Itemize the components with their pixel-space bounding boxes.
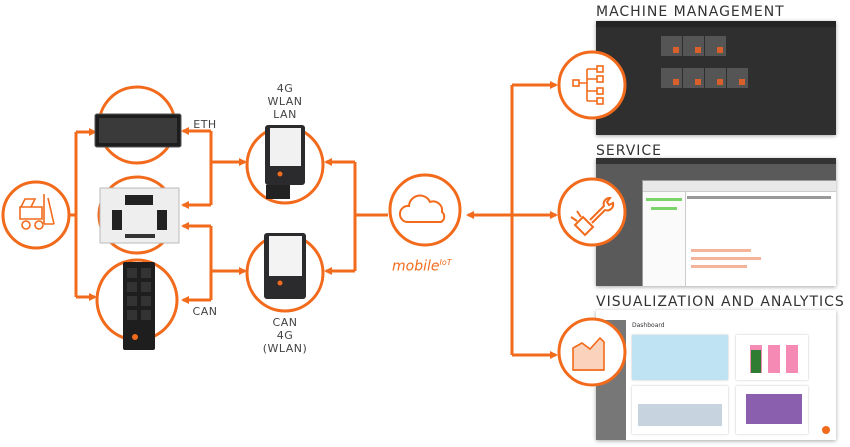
map-card (632, 335, 728, 380)
service-screenshot (596, 158, 836, 286)
label-line: CAN (272, 316, 298, 329)
label-line: 4G (276, 82, 294, 95)
visualization-title: VISUALIZATION AND ANALYTICS (596, 294, 845, 310)
forklift-circle (1, 180, 71, 250)
gateway-bottom-label: CAN 4G (WLAN) (255, 316, 315, 355)
brand-main: mobile (392, 258, 440, 275)
cloud-icon (398, 194, 446, 223)
visualization-screenshot: Dashboard (596, 310, 836, 440)
mobileiot-logo: mobileIoT (392, 258, 452, 275)
label-line: LAN (273, 108, 297, 121)
machine-management-title: MACHINE MANAGEMENT (596, 4, 785, 20)
label-line: WLAN (267, 95, 303, 108)
machine-management-screenshot (596, 21, 836, 135)
label-line: (WLAN) (262, 342, 308, 355)
fab-button (822, 426, 830, 434)
gateway-device-top (265, 125, 305, 199)
gateway-device-bottom (264, 233, 306, 299)
forklift-icon (19, 194, 55, 230)
brand-sup: IoT (439, 258, 452, 267)
can-io-module-device (123, 262, 155, 350)
bar-chart-card (736, 335, 808, 380)
service-title: SERVICE (596, 143, 663, 159)
label-line: 4G (276, 329, 294, 342)
dashboard-title: Dashboard (632, 322, 665, 329)
line-chart-card (632, 386, 728, 434)
heatmap-card (736, 386, 808, 434)
cloud-circle (388, 173, 462, 247)
eth-label: ETH (193, 118, 217, 131)
controller-device (99, 187, 180, 244)
gateway-top-label: 4G WLAN LAN (260, 82, 310, 121)
can-label: CAN (192, 305, 218, 318)
